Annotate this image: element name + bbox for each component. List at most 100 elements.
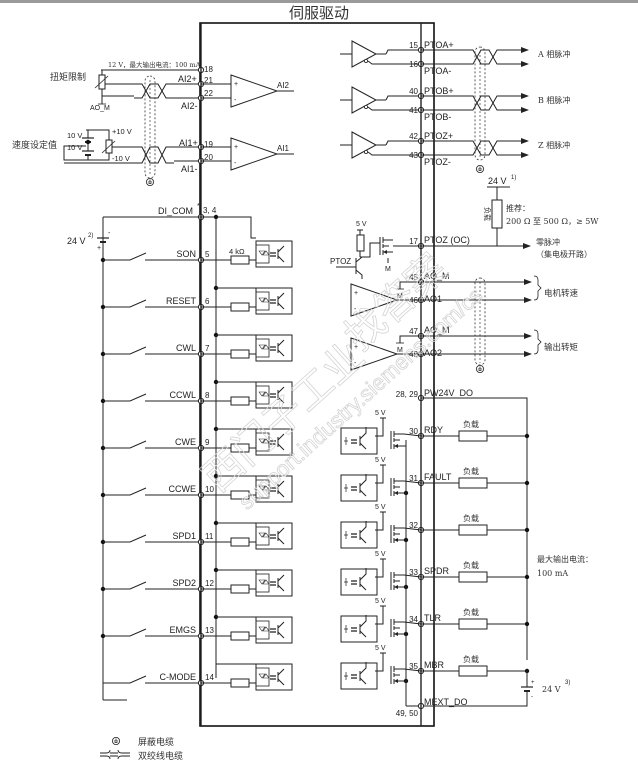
di-pin: 10 — [205, 485, 214, 494]
switch-blade — [127, 675, 147, 684]
wire — [403, 574, 422, 578]
minus-sign: - — [354, 360, 357, 367]
shield-ground-icon — [112, 737, 121, 746]
switch-icon — [127, 581, 147, 590]
opto-light — [351, 580, 357, 585]
do-pin: 33 — [409, 568, 418, 577]
optocoupler-icon — [255, 381, 293, 409]
junction-dot-icon — [85, 139, 91, 145]
shield-ground-icon — [145, 177, 154, 186]
plus-sign: + — [531, 680, 535, 686]
pin-number-22: 22 — [204, 89, 213, 98]
input-resistor-icon — [230, 537, 250, 547]
pin-number-17: 17 — [409, 237, 418, 246]
opto-light — [351, 439, 357, 444]
switch-blade — [127, 628, 147, 637]
opto-light — [270, 534, 276, 539]
switch-blade — [127, 393, 147, 402]
wire — [385, 140, 421, 146]
ground-circle — [145, 177, 154, 186]
ground-circle — [475, 164, 484, 173]
do-supply-pins: 28, 29 — [396, 390, 419, 399]
load-label: 负载 — [463, 654, 479, 664]
switch-blade — [127, 252, 147, 261]
pin-number-21: 21 — [204, 76, 213, 85]
load-label: 负载 — [463, 513, 479, 523]
pin-number-19: 19 — [204, 140, 213, 149]
ext-supply-note: 3) — [565, 680, 570, 686]
di-supply-note: 2) — [88, 233, 93, 239]
opto-transistor — [277, 433, 285, 451]
do-pin: 35 — [409, 662, 418, 671]
recommend-line2: 200 Ω 至 500 Ω，≥ 5W — [506, 217, 599, 226]
opto-diodes — [258, 250, 270, 256]
opto-transistor — [359, 615, 367, 638]
mext-do-pins: 49, 50 — [396, 709, 419, 718]
opto-diodes — [258, 344, 270, 350]
wire — [375, 606, 384, 625]
fet-body — [390, 431, 395, 449]
pin-name-ptoz-oc: PTOZ (OC) — [424, 235, 470, 245]
fet-leads — [394, 480, 404, 494]
mosfet-icon — [390, 572, 404, 590]
mosfet-icon — [379, 237, 393, 255]
fet-arrow — [383, 250, 387, 254]
pin-name: AO2 — [424, 348, 442, 358]
wire — [406, 691, 528, 707]
pin-number-20: 20 — [204, 153, 213, 162]
ground-circle — [475, 364, 484, 373]
opto-transistor — [277, 480, 285, 498]
wire — [385, 49, 421, 55]
opto-diodes — [258, 626, 270, 632]
switch-icon — [127, 440, 147, 449]
wire — [403, 433, 422, 437]
opto-led — [344, 672, 348, 680]
opto-light — [270, 581, 276, 586]
wire — [360, 242, 380, 258]
twisted-wire — [134, 83, 174, 99]
fet-leads — [394, 621, 404, 635]
do-pin: 34 — [409, 615, 418, 624]
di-name: SPD1 — [172, 531, 196, 541]
fet-arrow — [394, 679, 398, 683]
switch-icon — [127, 252, 147, 261]
opto-diodes — [258, 391, 270, 397]
opto-light — [351, 533, 357, 538]
fet-leads — [394, 574, 404, 588]
opto-transistor — [359, 521, 367, 544]
opto-transistor — [359, 662, 367, 685]
wire — [201, 216, 256, 239]
fet-body — [390, 666, 395, 684]
load-label: 负载 — [463, 419, 479, 429]
battery-top-label: 10 V — [67, 131, 82, 140]
load-resistor-icon — [458, 524, 488, 536]
di-name: CWL — [176, 343, 196, 353]
opto-led-frame — [255, 573, 270, 593]
fet-arrow — [394, 444, 398, 448]
plus-sign: + — [354, 344, 358, 351]
opto-light — [270, 487, 276, 492]
m-label: M — [397, 347, 403, 354]
speed-setpoint-label: 速度设定值 — [12, 139, 57, 151]
fet-leads — [394, 433, 404, 447]
pin-name: AO_M — [424, 325, 450, 335]
do-supply-name: PW24V_DO — [424, 388, 473, 398]
opto-led-frame — [255, 479, 270, 499]
ground-circle — [112, 737, 121, 746]
di-com-pins: 3, 4 — [203, 206, 217, 215]
switch-blade — [127, 346, 147, 355]
load-label: 负载 — [463, 466, 479, 476]
switch-blade — [127, 487, 147, 496]
opto-led-frame — [255, 291, 270, 311]
opto-transistor — [277, 621, 285, 639]
optocoupler-icon — [255, 428, 293, 456]
minus-sign: - — [108, 230, 111, 237]
opto-light — [270, 346, 276, 351]
opto-transistor — [277, 574, 285, 592]
junction-dot-icon — [524, 527, 530, 533]
switch-icon — [127, 534, 147, 543]
driver-body — [351, 86, 378, 114]
cable-shield-icon — [144, 75, 156, 179]
optocoupler-icon — [340, 521, 378, 549]
di-pin: 13 — [205, 626, 214, 635]
